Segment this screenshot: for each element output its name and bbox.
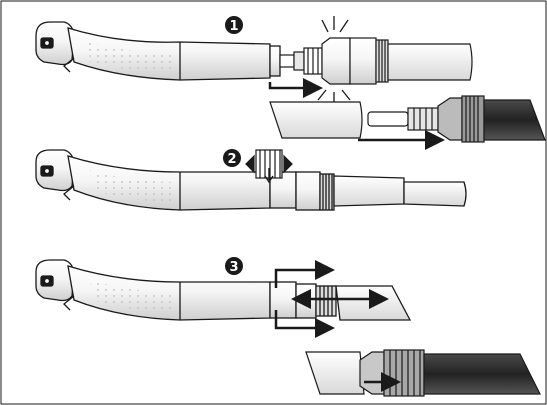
- coupling-collar-1: [350, 38, 472, 84]
- step-3-badge: 3: [225, 257, 243, 275]
- step-2-number: 2: [227, 152, 236, 167]
- step-2-badge: 2: [223, 149, 241, 167]
- step-1-number: 1: [229, 19, 238, 34]
- detached-hose-3: [306, 350, 540, 396]
- step-1-badge: 1: [225, 16, 243, 34]
- step-3-number: 3: [229, 260, 238, 275]
